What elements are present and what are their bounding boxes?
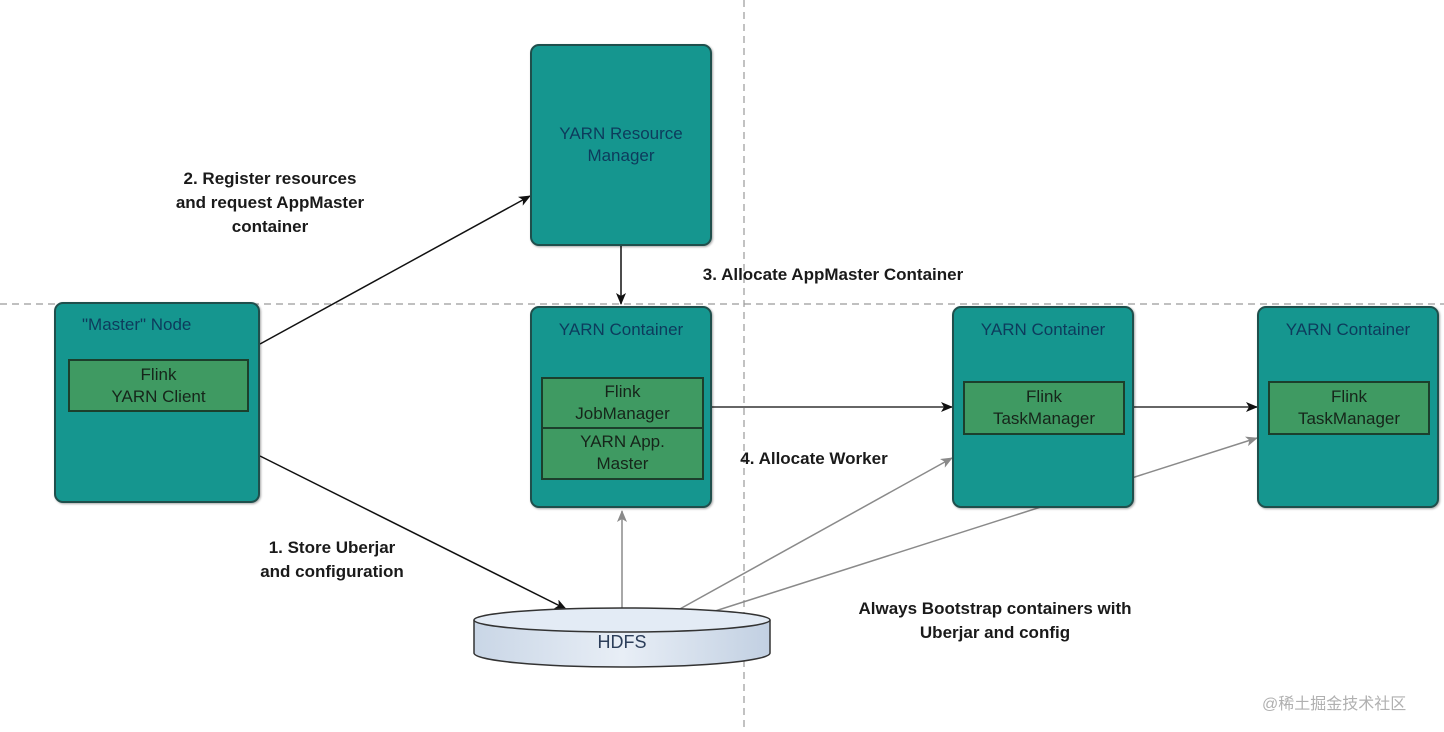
- watermark: @稀土掘金技术社区: [1262, 696, 1407, 713]
- arrow-master-to-hdfs: [259, 455, 567, 610]
- step-4-label: 4. Allocate Worker: [740, 449, 888, 468]
- worker-container-1-title: YARN Container: [980, 320, 1106, 339]
- flink-jobmanager[interactable]: Flink JobManager: [541, 377, 704, 429]
- arrow-hdfs-to-worker-2: [711, 436, 1258, 613]
- appmaster-yarn-container[interactable]: YARN Container Flink JobManager YARN App…: [530, 306, 712, 508]
- hdfs-label: HDFS: [597, 632, 647, 652]
- arrow-hdfs-to-worker-1: [677, 457, 953, 611]
- appmaster-container-title: YARN Container: [558, 320, 684, 339]
- master-node-title: "Master" Node: [82, 315, 192, 334]
- resource-manager-title: YARN Resource Manager: [559, 124, 683, 165]
- bootstrap-label: Always Bootstrap containers with Uberjar…: [858, 599, 1132, 642]
- flink-taskmanager-1[interactable]: Flink TaskManager: [963, 381, 1125, 435]
- arrow-master-to-resource-manager: [259, 195, 531, 345]
- worker-container-2-title: YARN Container: [1285, 320, 1411, 339]
- hdfs-cylinder: [473, 607, 771, 668]
- step-2-label: 2. Register resources and request AppMas…: [175, 169, 365, 236]
- master-node[interactable]: "Master" Node Flink YARN Client: [54, 302, 260, 503]
- worker-yarn-container-2[interactable]: YARN Container Flink TaskManager: [1257, 306, 1439, 508]
- yarn-app-master[interactable]: YARN App. Master: [541, 427, 704, 480]
- step-3-label: 3. Allocate AppMaster Container: [702, 265, 964, 284]
- step-1-label: 1. Store Uberjar and configuration: [260, 538, 404, 581]
- resource-manager-node[interactable]: YARN Resource Manager: [530, 44, 712, 246]
- flink-taskmanager-2[interactable]: Flink TaskManager: [1268, 381, 1430, 435]
- flink-yarn-client[interactable]: Flink YARN Client: [68, 359, 249, 412]
- worker-yarn-container-1[interactable]: YARN Container Flink TaskManager: [952, 306, 1134, 508]
